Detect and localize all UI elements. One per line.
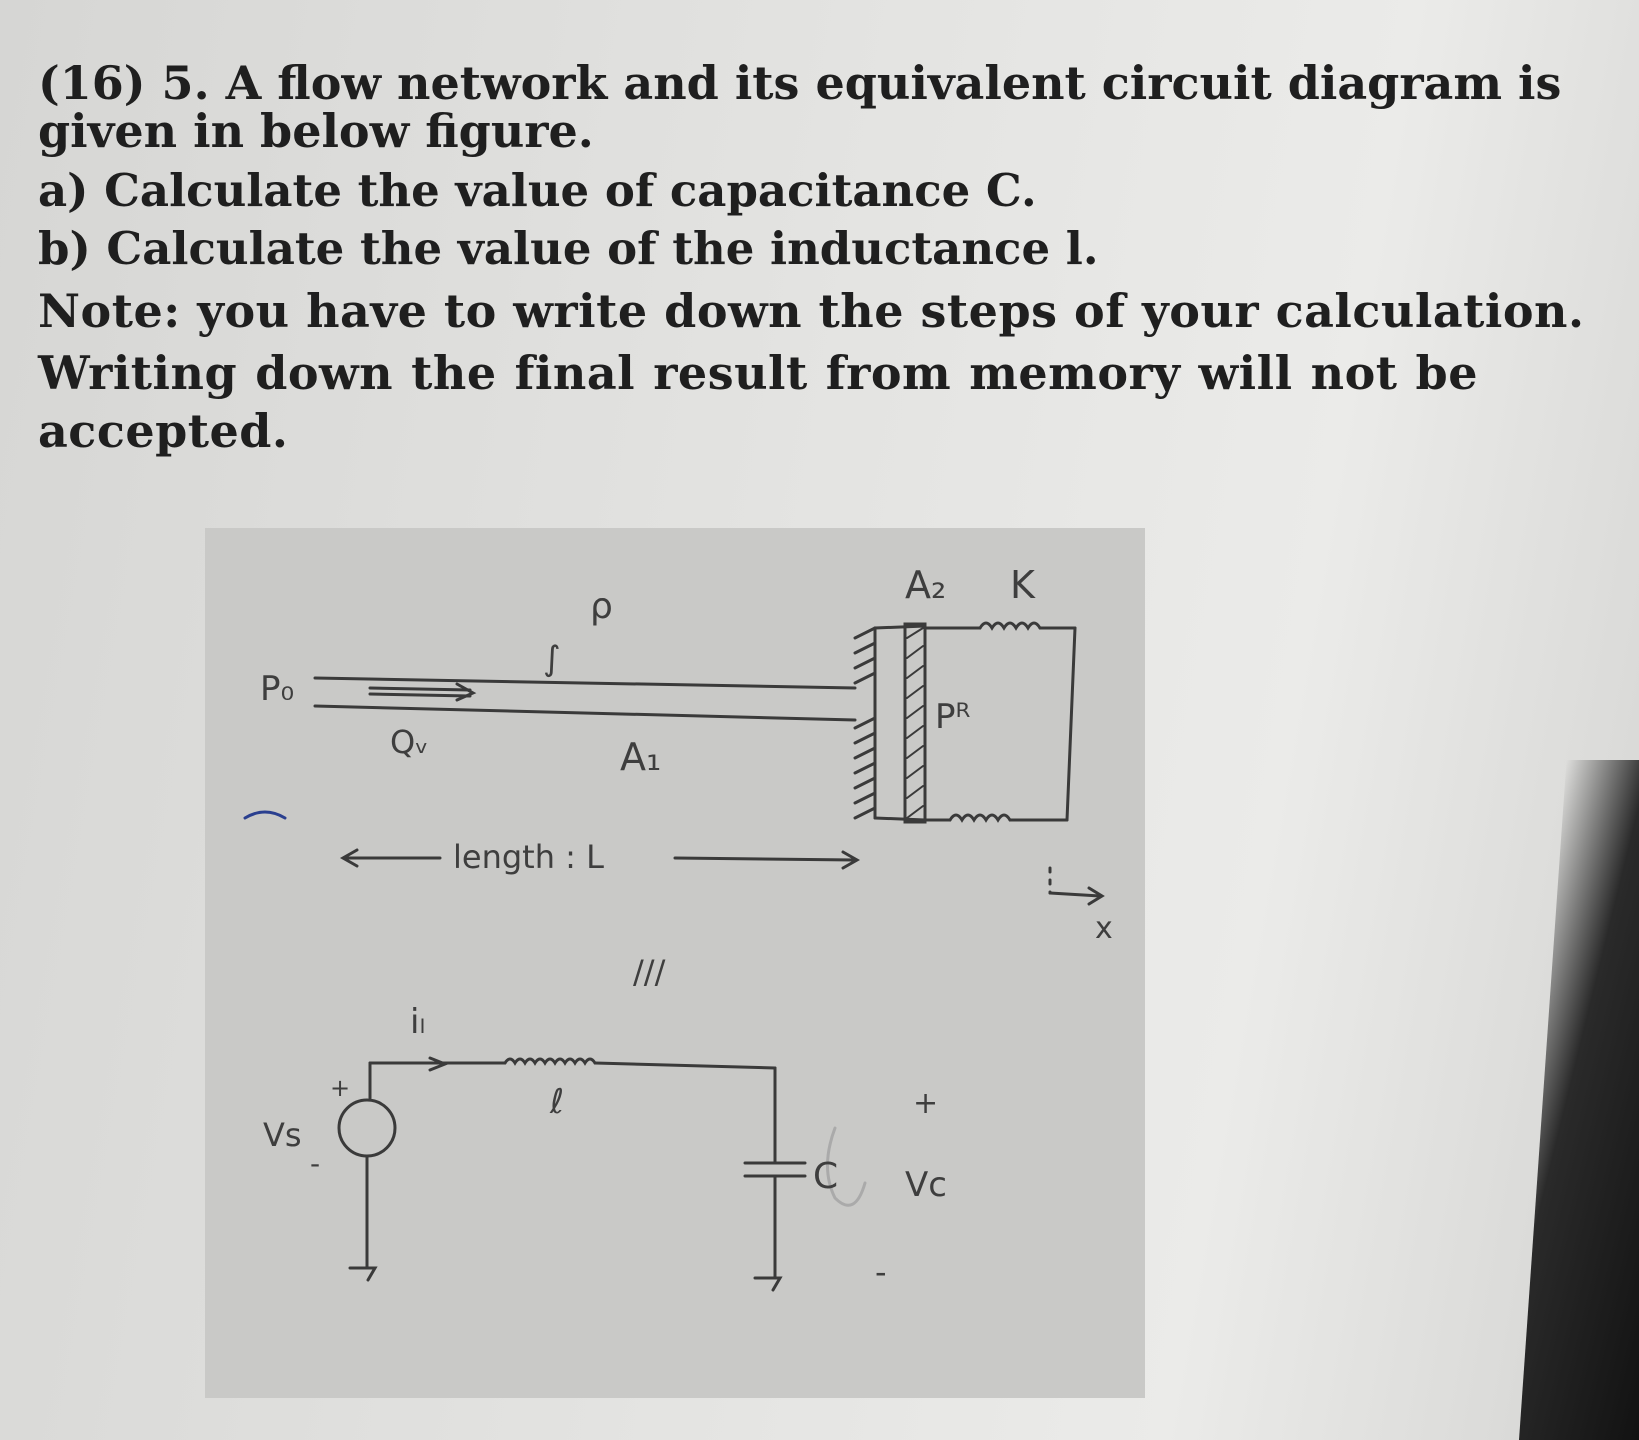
pipe-top-wall — [313, 676, 857, 690]
label-pr: Pᴿ — [935, 697, 971, 737]
voltage-source — [337, 1098, 397, 1158]
label-capacitance: C — [813, 1156, 838, 1197]
cylinder-bottom — [873, 816, 927, 822]
note-line-3: accepted. — [38, 404, 289, 458]
shadow-edge — [1519, 760, 1639, 1440]
wire-top-right — [593, 1061, 777, 1070]
cylinder-top — [873, 624, 927, 630]
flow-arrow-head — [455, 682, 477, 702]
equivalence-mark: /// — [633, 953, 666, 991]
label-a1: A₁ — [620, 735, 661, 779]
label-il: iₗ — [410, 1002, 425, 1042]
flow-arrow-line — [368, 686, 472, 692]
label-vs: Vs — [263, 1116, 302, 1154]
label-a2: A₂ — [905, 563, 946, 607]
label-p0: P₀ — [260, 669, 294, 709]
pen-circle-mark — [826, 1126, 867, 1207]
question-header-cont: given in below figure. — [38, 104, 594, 158]
spring-top — [978, 621, 1042, 631]
label-integral: ∫ — [543, 639, 561, 679]
note-line-1: Note: you have to write down the steps o… — [38, 284, 1585, 338]
label-cap-plus: + — [913, 1086, 938, 1121]
spring-bottom — [948, 813, 1012, 823]
inductor-coil — [503, 1057, 597, 1066]
current-arrow — [428, 1056, 450, 1072]
question-header: (16) 5. A flow network and its equivalen… — [38, 56, 1562, 110]
label-vc: Vc — [905, 1165, 947, 1205]
pipe-bottom-wall — [313, 704, 857, 722]
wall-hatching — [853, 626, 877, 820]
length-arrow-right-head — [841, 850, 861, 870]
pen-mark — [243, 810, 287, 820]
label-x: x — [1095, 911, 1113, 946]
part-a: a) Calculate the value of capacitance C. — [38, 164, 1037, 217]
note-block: Note: you have to write down the steps o… — [38, 280, 1585, 462]
figure-panel: P₀ Qᵥ ρ ∫ A₁ A₂ K Pᴿ length : L x /// iₗ… — [205, 528, 1145, 1398]
label-length: length : L — [453, 838, 604, 876]
label-source-minus: - — [310, 1147, 320, 1180]
x-arrow-line — [1048, 891, 1102, 898]
piston — [903, 622, 927, 824]
label-rho: ρ — [590, 586, 613, 627]
ground-right — [753, 1276, 783, 1292]
piston-hatching — [906, 627, 924, 819]
label-cap-minus: - — [875, 1253, 887, 1291]
ground-left — [348, 1266, 378, 1282]
part-b: b) Calculate the value of the inductance… — [38, 222, 1099, 275]
flow-arrow-line-2 — [368, 692, 472, 698]
note-line-2: Writing down the final result from memor… — [38, 346, 1478, 400]
label-source-plus: + — [330, 1074, 350, 1102]
label-qv: Qᵥ — [390, 723, 429, 761]
question-text: (16) 5. A flow network and its equivalen… — [38, 52, 1585, 462]
label-inductance: ℓ — [549, 1082, 564, 1122]
label-k: K — [1010, 563, 1036, 607]
x-arrow-head — [1087, 886, 1105, 906]
length-arrow-right — [673, 856, 857, 862]
frame-right — [1065, 626, 1077, 822]
length-arrow-left-head — [339, 848, 359, 868]
figure-drawing: P₀ Qᵥ ρ ∫ A₁ A₂ K Pᴿ length : L x /// iₗ… — [243, 563, 1113, 1292]
